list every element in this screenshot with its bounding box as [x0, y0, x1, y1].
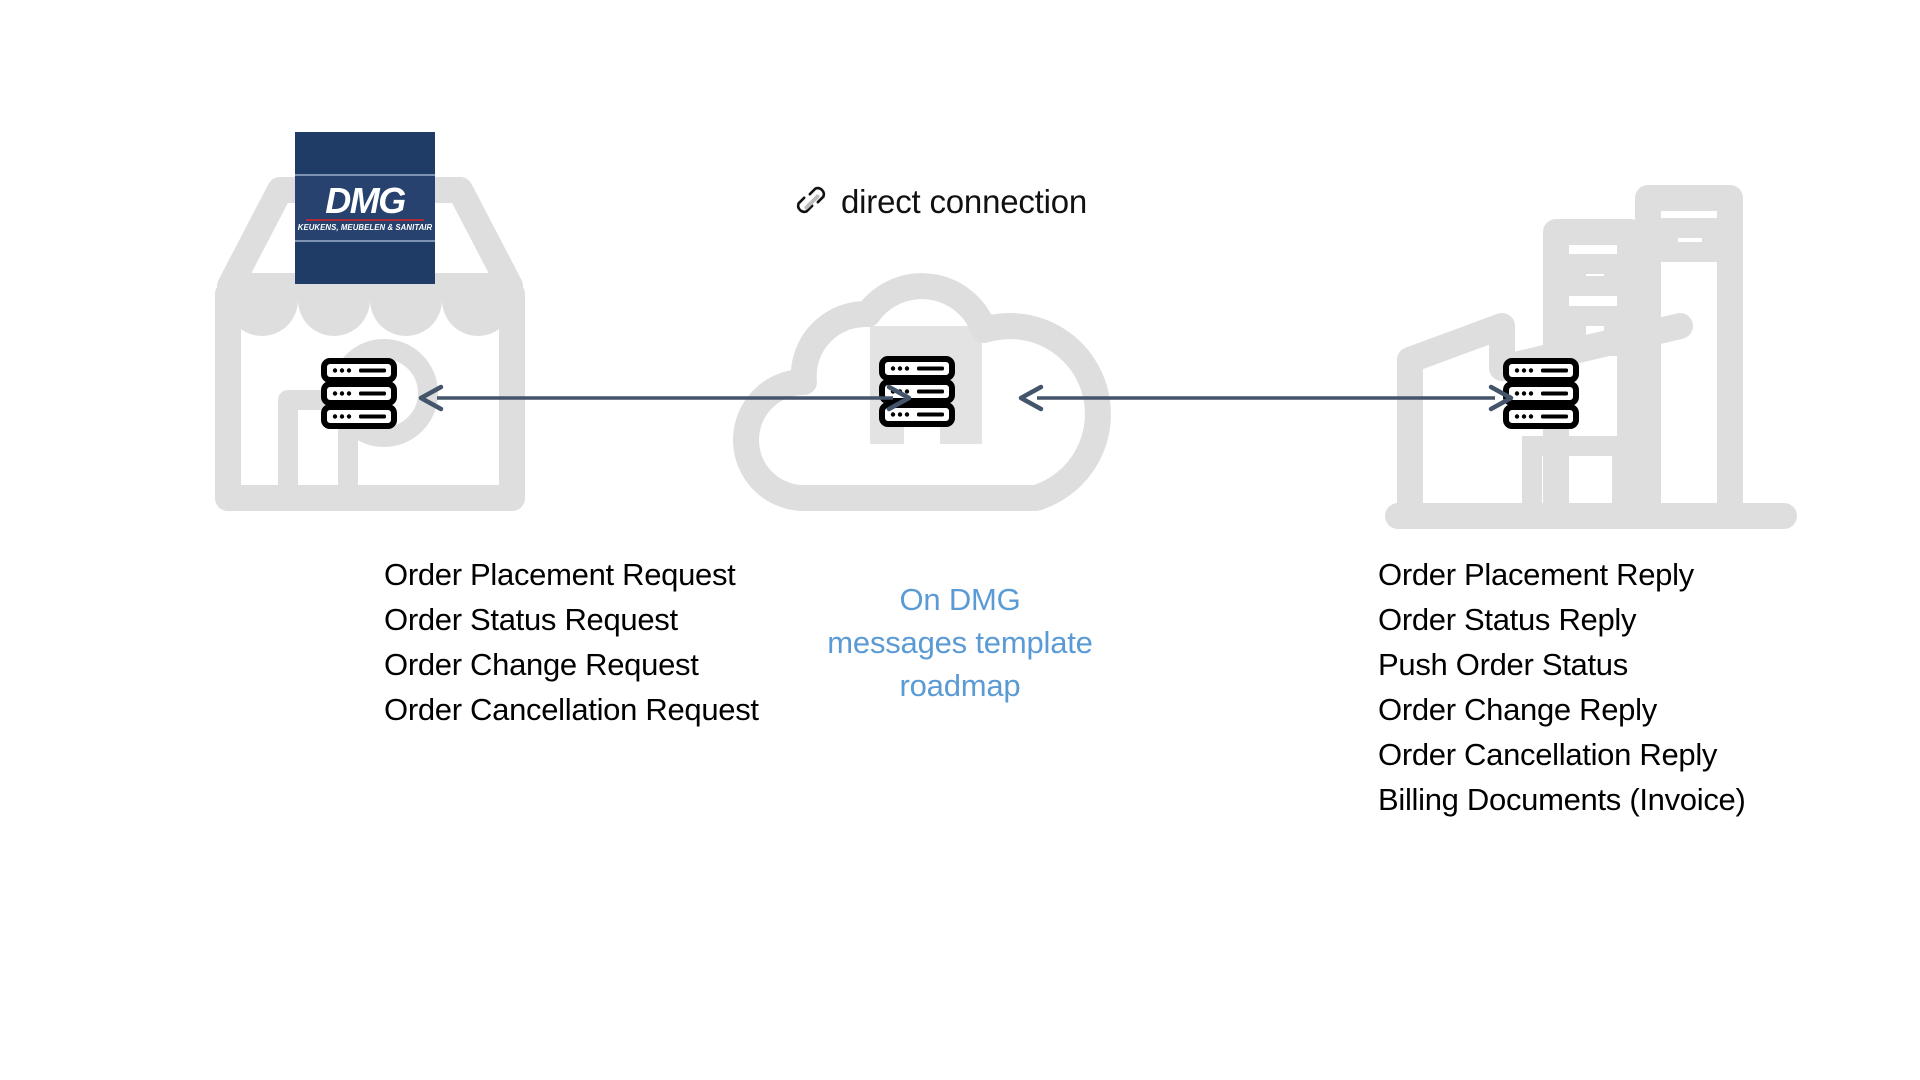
factory-icon: [1385, 185, 1797, 529]
direct-connection-label: direct connection: [795, 183, 1087, 221]
retailer-node: DMG KEUKENS, MEUBELEN & SANITAIR: [150, 0, 759, 1080]
direct-connection-text: direct connection: [841, 183, 1088, 220]
server-rack-icon: [879, 356, 955, 427]
storefront-icon: [215, 177, 525, 511]
list-item: Order Placement Reply: [1378, 557, 1694, 592]
cloud-node: [700, 0, 1220, 1080]
caption-line: On DMG: [899, 582, 1021, 617]
list-item: Order Change Request: [384, 647, 699, 682]
list-item: Order Status Request: [384, 602, 678, 637]
list-item: Order Status Reply: [1378, 602, 1637, 637]
retailer-message-list: Order Placement Request Order Status Req…: [384, 552, 759, 732]
dmg-logo-wordmark: DMG: [306, 182, 424, 222]
cloud-caption: On DMG messages template roadmap: [760, 578, 1160, 707]
supplier-node: Order Placement Reply Order Status Reply…: [1280, 0, 1800, 1080]
dmg-logo-band: DMG KEUKENS, MEUBELEN & SANITAIR: [295, 173, 435, 243]
dmg-logo-tagline: KEUKENS, MEUBELEN & SANITAIR: [297, 223, 433, 233]
list-item: Order Cancellation Request: [384, 692, 759, 727]
dmg-logo: DMG KEUKENS, MEUBELEN & SANITAIR: [295, 132, 435, 284]
list-item: Order Cancellation Reply: [1378, 737, 1718, 772]
caption-line: messages template: [827, 625, 1093, 660]
link-icon: [796, 186, 826, 214]
list-item: Order Change Reply: [1378, 692, 1657, 727]
caption-line: roadmap: [899, 668, 1021, 703]
server-rack-icon: [1503, 358, 1579, 429]
list-item: Billing Documents (Invoice): [1378, 782, 1746, 817]
list-item: Order Placement Request: [384, 557, 736, 592]
connector-cloud-supplier: [1018, 384, 1514, 412]
connector-retailer-cloud: [418, 384, 912, 412]
supplier-message-list: Order Placement Reply Order Status Reply…: [1378, 552, 1746, 822]
list-item: Push Order Status: [1378, 647, 1628, 682]
server-rack-icon: [321, 358, 397, 429]
